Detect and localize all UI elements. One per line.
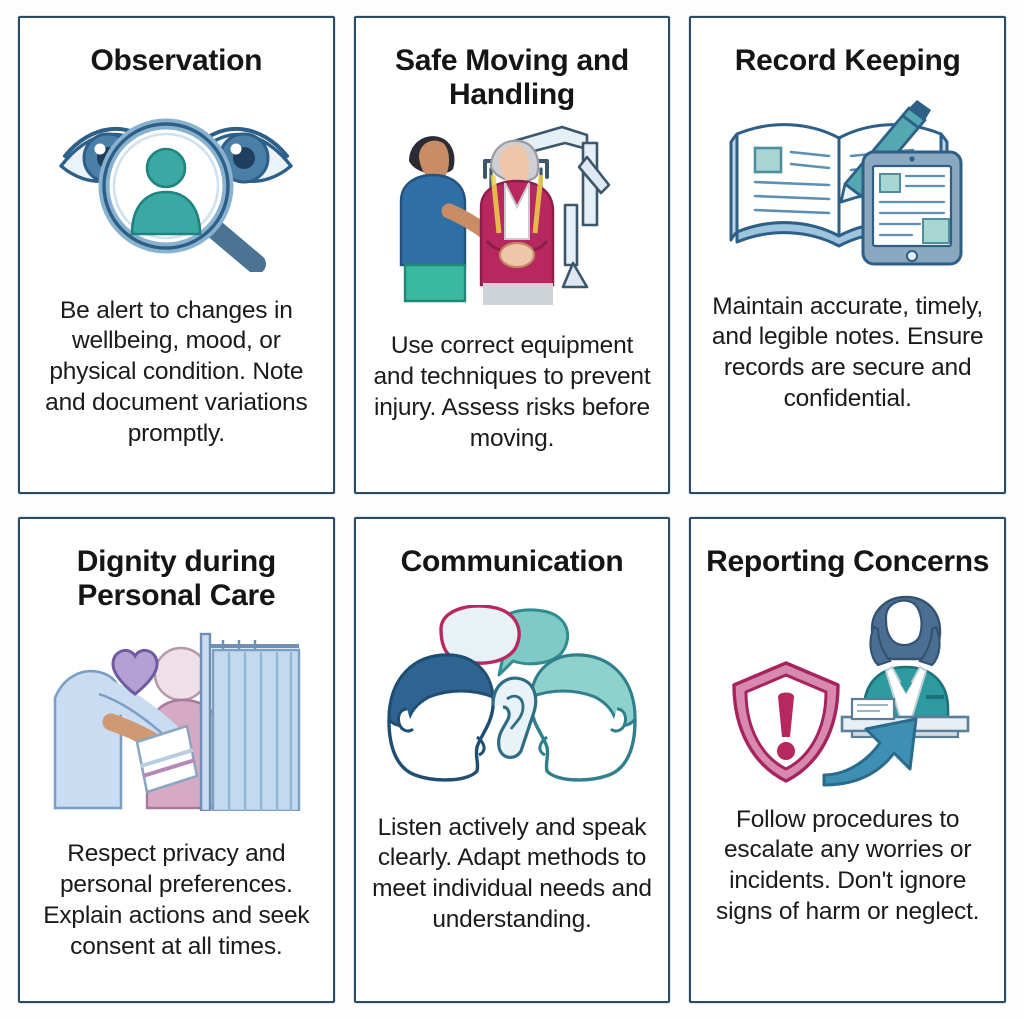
curtain-towel-heart-icon: [20, 626, 333, 812]
two-heads-speech-ear-icon: [356, 604, 669, 785]
card-body: Be alert to changes in wellbeing, mood, …: [45, 296, 308, 448]
card-body: Maintain accurate, timely, and legible n…: [711, 292, 984, 413]
card-title: Safe Moving and Handling: [395, 44, 629, 111]
card-body: Follow procedures to escalate any worrie…: [716, 805, 980, 926]
card-safe-moving-and-handling[interactable]: Safe Moving and Handling: [353, 16, 671, 494]
shield-alert-arrow-manager-icon: [691, 587, 1004, 787]
card-observation[interactable]: Observation: [18, 16, 335, 494]
card-title: Reporting Concerns: [706, 545, 990, 578]
book-pen-tablet-icon: [691, 86, 1004, 266]
card-reporting-concerns[interactable]: Reporting Concerns: [689, 517, 1006, 1003]
card-title: Observation: [90, 44, 263, 77]
card-record-keeping[interactable]: Record Keeping: [689, 16, 1006, 494]
eyes-magnifier-icon: [20, 94, 333, 272]
card-communication[interactable]: Communication: [353, 517, 671, 1003]
card-title: Communication: [400, 545, 624, 578]
card-body: Use correct equipment and techniques to …: [373, 332, 651, 452]
card-title: Record Keeping: [734, 44, 961, 77]
card-body: Listen actively and speak clearly. Adapt…: [372, 813, 652, 934]
card-dignity-during-personal-care[interactable]: Dignity during Personal Care: [18, 517, 335, 1003]
card-body: Respect privacy and personal preferences…: [43, 840, 310, 960]
card-title: Dignity during Personal Care: [76, 545, 276, 612]
carer-hoist-icon: [356, 115, 669, 306]
